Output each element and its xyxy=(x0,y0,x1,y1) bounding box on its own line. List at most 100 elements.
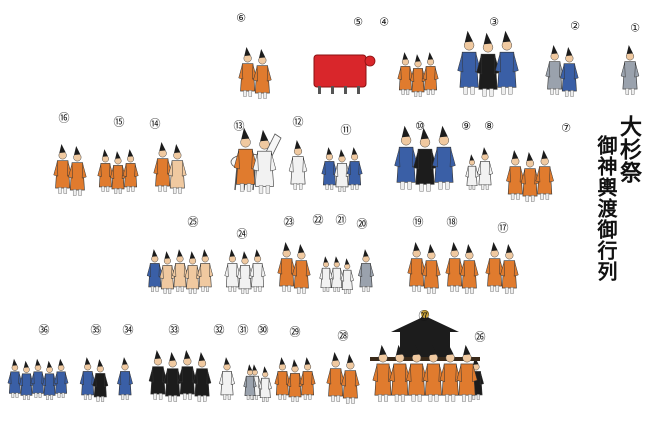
group-number: ② xyxy=(570,20,580,33)
svg-text:㉕: ㉕ xyxy=(188,216,199,229)
group-number: ④ xyxy=(379,16,389,29)
group-number: ㊱ xyxy=(39,324,50,337)
procession-figure xyxy=(19,361,33,400)
svg-text:⑩: ⑩ xyxy=(415,120,425,133)
procession-group: ㉟ xyxy=(80,324,108,402)
procession-figure xyxy=(168,144,186,193)
procession-group: ⑳ xyxy=(357,218,374,292)
procession-group: ㉝ xyxy=(149,324,211,402)
procession-figure xyxy=(422,244,440,293)
procession-figure xyxy=(408,242,426,291)
procession-figure xyxy=(495,31,518,94)
procession-figure xyxy=(621,45,639,94)
procession-group: ⑭ xyxy=(150,118,187,194)
procession-figure xyxy=(278,242,296,291)
procession-figure xyxy=(43,361,57,400)
svg-text:㉛: ㉛ xyxy=(238,324,249,337)
procession-figure xyxy=(300,357,315,399)
procession-group: ㉔ xyxy=(225,228,266,294)
procession-figure xyxy=(178,350,196,399)
procession-figure xyxy=(250,249,265,291)
procession-figure xyxy=(54,144,72,193)
procession-figure xyxy=(536,150,554,199)
group-number: ⑧ xyxy=(484,120,494,133)
svg-text:㉗: ㉗ xyxy=(419,310,430,323)
procession-group: ㉛ xyxy=(238,324,257,400)
procession-group: ⑫ xyxy=(289,116,307,190)
procession-figure xyxy=(521,152,539,201)
procession-figure xyxy=(486,242,504,291)
procession-figure xyxy=(334,149,349,191)
svg-text:⑧: ⑧ xyxy=(484,120,494,133)
svg-text:㉞: ㉞ xyxy=(123,324,134,337)
group-number: ㉒ xyxy=(313,214,324,227)
procession-figure xyxy=(341,354,359,403)
svg-text:⑬: ⑬ xyxy=(234,120,245,133)
procession-figure xyxy=(93,359,108,401)
festival-title: 大杉祭 xyxy=(618,115,640,184)
procession-figure xyxy=(398,52,413,94)
group-number: ㉗ xyxy=(419,310,430,323)
svg-text:㉒: ㉒ xyxy=(313,214,324,227)
procession-figure xyxy=(477,33,500,96)
procession-figure xyxy=(31,359,45,398)
procession-group: ⑪ xyxy=(322,124,363,192)
group-number: ㉘ xyxy=(338,330,349,343)
svg-text:㊱: ㊱ xyxy=(39,324,50,337)
group-number: ⑳ xyxy=(357,218,368,231)
procession-figure xyxy=(358,249,373,291)
procession-group: ③ xyxy=(458,16,519,97)
procession-figure xyxy=(234,128,257,191)
group-number: ㉔ xyxy=(237,228,248,241)
procession-subtitle: 御神輿渡御行列 xyxy=(596,135,616,282)
procession-figure xyxy=(98,149,113,191)
procession-figure xyxy=(253,49,271,98)
svg-text:⑳: ⑳ xyxy=(357,218,368,231)
svg-text:㉘: ㉘ xyxy=(338,330,349,343)
procession-group: ⑯ xyxy=(54,112,87,196)
procession-figure xyxy=(185,251,200,293)
svg-text:⑦: ⑦ xyxy=(561,122,571,135)
procession-group: ① xyxy=(621,22,640,95)
group-number: ㉙ xyxy=(290,326,301,339)
procession-figure xyxy=(395,126,418,189)
svg-text:①: ① xyxy=(630,22,640,35)
procession-group: ⑬ xyxy=(231,120,281,194)
procession-figure xyxy=(110,151,125,193)
group-number: ㉟ xyxy=(91,324,102,337)
group-number: ㉛ xyxy=(238,324,249,337)
procession-figure xyxy=(414,128,437,191)
group-number: ③ xyxy=(489,16,499,29)
group-number: ⑩ xyxy=(415,120,425,133)
svg-text:㉓: ㉓ xyxy=(284,216,295,229)
procession-group: ㉑ xyxy=(330,214,353,294)
procession-figure xyxy=(164,352,182,401)
procession-figure xyxy=(160,251,175,293)
procession-figure xyxy=(477,147,492,189)
procession-figure xyxy=(500,244,518,293)
group-number: ⑥ xyxy=(236,12,246,25)
procession-group: ㉓ xyxy=(278,216,311,294)
procession-figure xyxy=(8,359,22,398)
procession-figure xyxy=(327,352,345,401)
group-number: ⑰ xyxy=(498,222,509,235)
svg-text:⑨: ⑨ xyxy=(461,120,471,133)
svg-text:㉙: ㉙ xyxy=(290,326,301,339)
procession-figure xyxy=(458,31,481,94)
procession-figure xyxy=(225,249,240,291)
procession-figure xyxy=(410,54,425,96)
procession-group: ⑧ xyxy=(477,120,494,190)
group-number: ⑨ xyxy=(461,120,471,133)
svg-text:⑥: ⑥ xyxy=(236,12,246,25)
svg-text:㉔: ㉔ xyxy=(237,228,248,241)
procession-figure xyxy=(347,147,362,189)
procession-figure xyxy=(466,154,479,189)
group-number: ㉓ xyxy=(284,216,295,229)
procession-figure xyxy=(147,249,162,291)
procession-group: ㉘ xyxy=(327,330,360,404)
procession-figure xyxy=(198,249,213,291)
svg-text:㉚: ㉚ xyxy=(258,324,269,337)
procession-group: ㉒ xyxy=(313,214,333,292)
svg-text:⑲: ⑲ xyxy=(413,216,424,229)
